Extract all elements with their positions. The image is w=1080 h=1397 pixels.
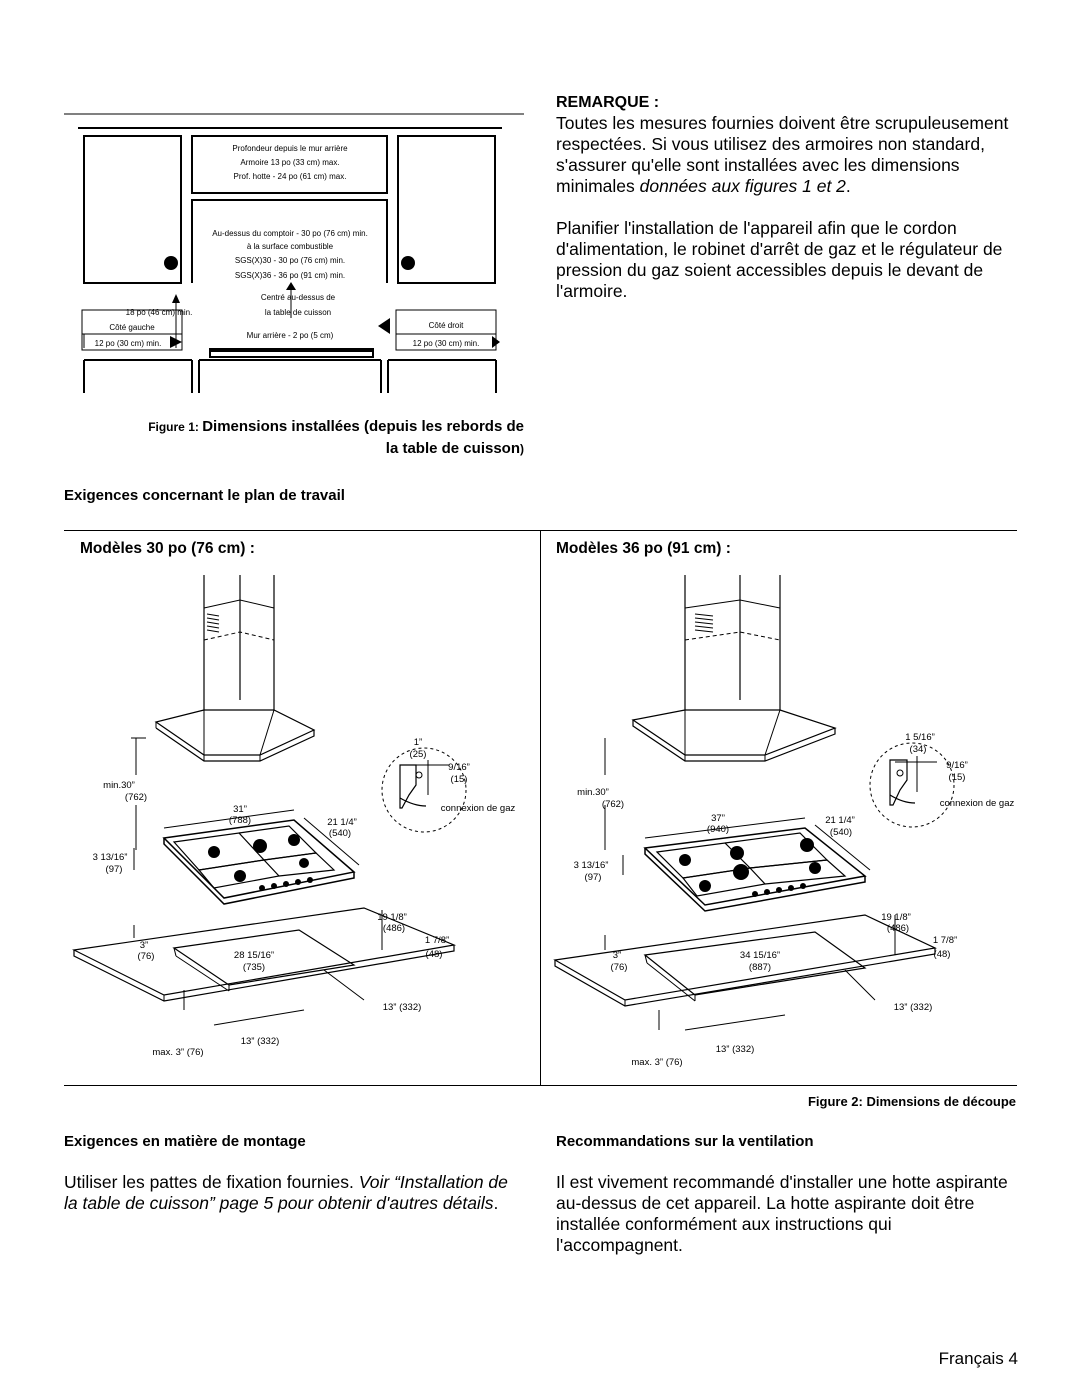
right-cabinet: [397, 135, 496, 284]
remarque-p2-line1: Planifier l'installation de l'appareil a…: [556, 218, 957, 238]
min30-label: min.30”: [103, 780, 135, 791]
width-mm-label: (788): [229, 815, 251, 826]
cut-width-mm-label: (887): [749, 962, 771, 973]
left-cabinet: [83, 135, 182, 284]
width-label: 37”: [711, 813, 725, 824]
above-counter: Au-dessus du comptoir - 30 po (76 cm) mi…: [212, 229, 368, 238]
front-label: 3”: [140, 940, 148, 951]
models30-diagram: min.30” (762) 31” (788) 21 1/4” (540) 3 …: [64, 570, 534, 1070]
gas-top-label: 1”: [414, 737, 422, 748]
front-label: 3”: [613, 950, 621, 961]
sgs36-label: SGS(X)36 - 36 po (91 cm) min.: [235, 271, 345, 280]
caption-prefix: Figure 1: [148, 420, 195, 434]
gas-connection-label: connexion de gaz: [940, 798, 1015, 809]
caption-text: Dimensions installées (depuis les rebord…: [202, 418, 524, 435]
caption-text-2: la table de cuisson: [385, 440, 520, 457]
height-mm-label: (97): [106, 864, 123, 875]
ventilation-text: Il est vivement recommandé d'installer u…: [556, 1172, 1008, 1255]
side-mm-label: (48): [426, 949, 443, 960]
remarque-p1-line4: minimales données aux figures 1 et 2.: [556, 176, 851, 196]
thirteen-label: 13” (332): [383, 1002, 422, 1013]
remarque-p1-line1: Toutes les mesures fournies doivent être…: [556, 113, 1009, 133]
min30-mm-label: (762): [125, 792, 147, 803]
width-mm-label: (940): [707, 824, 729, 835]
cut-width-mm-label: (735): [243, 962, 265, 973]
page-footer: Français 4: [938, 1349, 1018, 1368]
back-wall-label: Mur arrière - 2 po (5 cm): [247, 331, 334, 340]
thirteen-b-label: 13” (332): [241, 1036, 280, 1047]
cut-width-label: 28 15/16”: [234, 950, 274, 961]
installation-dimensions-diagram: Profondeur depuis le mur arrière Armoire…: [64, 113, 524, 393]
figure-2-caption: Figure 2: Dimensions de découpe: [807, 1094, 1016, 1109]
height-label: 3 13/16”: [93, 852, 128, 863]
ventilation-heading: Recommandations sur la ventilation: [556, 1133, 814, 1150]
right-twelve-label: 12 po (30 cm) min.: [413, 339, 480, 348]
depth-label: 21 1/4”: [825, 815, 855, 826]
front-mm-label: (76): [611, 962, 628, 973]
cut-depth-label: 19 1/8”: [881, 912, 911, 923]
front-mm-label: (76): [138, 951, 155, 962]
gas-side-mm-label: (15): [949, 772, 966, 783]
thirteen-b-label: 13” (332): [716, 1044, 755, 1055]
left-twelve-label: 12 po (30 cm) min.: [95, 339, 162, 348]
remarque-title: REMARQUE :: [556, 94, 660, 111]
remarque-block: REMARQUE : Toutes les mesures fournies d…: [556, 92, 1026, 302]
mounting-heading: Exigences en matière de montage: [64, 1133, 306, 1150]
gas-side-label: 9/16”: [946, 760, 968, 771]
gas-side-label: 9/16”: [448, 762, 470, 773]
height-label: 3 13/16”: [574, 860, 609, 871]
height-mm-label: (97): [585, 872, 602, 883]
countertop-heading: Exigences concernant le plan de travail: [64, 487, 345, 504]
side-mm-label: (48): [934, 949, 951, 960]
min30-label: min.30”: [577, 787, 609, 798]
models30-title: Modèles 30 po (76 cm) :: [80, 540, 255, 557]
mounting-text: Utiliser les pattes de fixation fournies…: [64, 1172, 508, 1213]
cut-width-label: 34 15/16”: [740, 950, 780, 961]
gas-top-mm-label: (25): [410, 749, 427, 760]
depth-mm-label: (540): [329, 828, 351, 839]
gas-top-label: 1 5/16”: [905, 732, 935, 743]
figure-1: Profondeur depuis le mur arrière Armoire…: [64, 108, 526, 408]
remarque-p2-line2: d'alimentation, le robinet d'arrêt de ga…: [556, 239, 1003, 259]
remarque-p2-line3: pression du gaz soient accessibles depui…: [556, 260, 984, 280]
side-label: 1 7/8”: [425, 935, 449, 946]
gas-top-mm-label: (34): [910, 744, 927, 755]
models36-diagram: min.30” (762) 37” (940) 21 1/4” (540) 3 …: [545, 570, 1020, 1070]
remarque-p2-line4: l'armoire.: [556, 281, 628, 301]
remarque-p1-line3: s'assurer qu'elle sont installées avec l…: [556, 155, 960, 175]
width-label: 31”: [233, 804, 247, 815]
eighteen-label: 18 po (46 cm) min.: [126, 308, 193, 317]
combustible-label: à la surface combustible: [247, 242, 334, 251]
cut-depth-mm-label: (486): [383, 923, 405, 934]
left-side-label: Côté gauche: [109, 323, 155, 332]
depth-label: 21 1/4”: [327, 817, 357, 828]
figure-2-divider: [540, 530, 541, 1086]
remarque-p1-line2: respectées. Si vous utilisez des armoire…: [556, 134, 985, 154]
cabinet-depth: Armoire 13 po (33 cm) max.: [240, 158, 339, 167]
sgs30-label: SGS(X)30 - 30 po (76 cm) min.: [235, 256, 345, 265]
centered-label-2: la table de cuisson: [265, 308, 331, 317]
side-label: 1 7/8”: [933, 935, 957, 946]
models36-title: Modèles 36 po (91 cm) :: [556, 540, 731, 557]
right-side-label: Côté droit: [429, 321, 464, 330]
hood-depth: Prof. hotte - 24 po (61 cm) max.: [234, 172, 347, 181]
depth-mm-label: (540): [830, 827, 852, 838]
max3-label: max. 3” (76): [152, 1047, 203, 1058]
min30-mm-label: (762): [602, 799, 624, 810]
thirteen-label: 13” (332): [894, 1002, 933, 1013]
figure-1-caption: Figure 1: Dimensions installées (depuis …: [148, 418, 524, 457]
depth-title: Profondeur depuis le mur arrière: [232, 144, 348, 153]
gas-connection-label: connexion de gaz: [441, 803, 516, 814]
figure-2-bottom-rule: [64, 1085, 1017, 1086]
cut-depth-label: 19 1/8”: [377, 912, 407, 923]
max3-label: max. 3” (76): [631, 1057, 682, 1068]
cut-depth-mm-label: (486): [887, 923, 909, 934]
gas-side-mm-label: (15): [451, 774, 468, 785]
centered-label: Centré au-dessus de: [261, 293, 336, 302]
